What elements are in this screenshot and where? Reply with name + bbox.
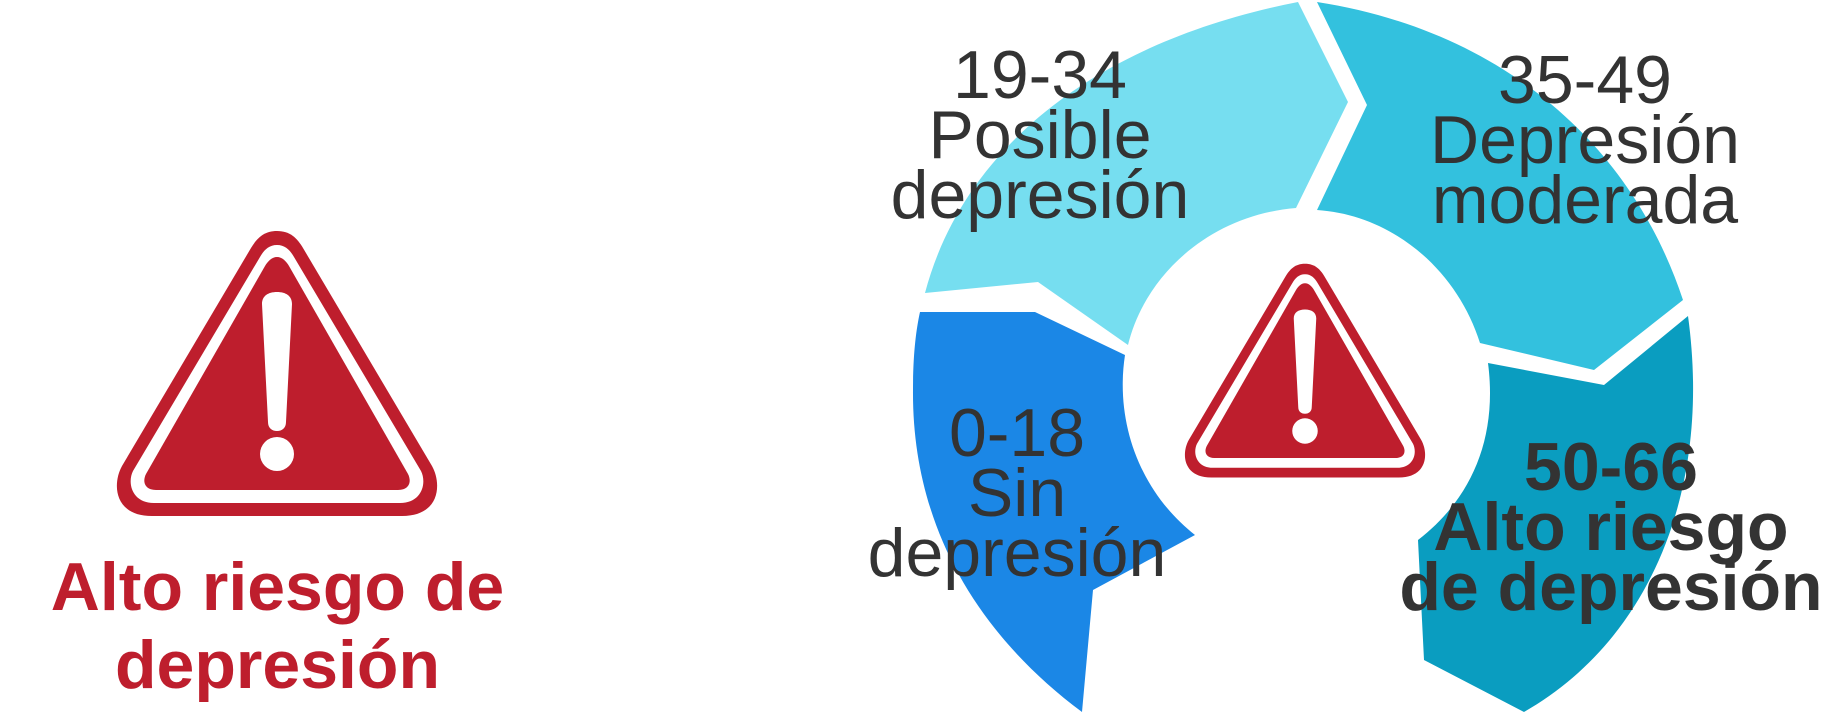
text-posible-line2: depresión	[890, 157, 1190, 233]
range-sin-depresion: 0-18	[948, 395, 1086, 471]
segment-depresion-moderada	[1317, 2, 1683, 370]
text-moderada-line1: Depresión	[1430, 102, 1740, 178]
label-posible-depresion: 19-34 Posible depresión	[865, 37, 1215, 233]
text-alto-line1: Alto riesgo	[1433, 489, 1789, 565]
range-posible: 19-34	[953, 37, 1127, 113]
text-alto-line2: de depresión	[1399, 549, 1823, 625]
segment-alto-riesgo	[1418, 316, 1694, 712]
legend-title-line2: depresión	[115, 627, 440, 703]
label-alto-riesgo: 50-66 Alto riesgo de depresión	[1380, 429, 1842, 625]
center-warning-triangle-icon	[1184, 263, 1426, 478]
text-sin-line2: depresión	[867, 515, 1167, 591]
label-depresion-moderada: 35-49 Depresión moderada	[1400, 42, 1770, 238]
text-posible-line1: Posible	[928, 97, 1152, 173]
segment-posible-depresion	[925, 2, 1348, 345]
label-sin-depresion: 0-18 Sin depresión	[842, 395, 1192, 591]
range-alto-riesgo: 50-66	[1524, 429, 1698, 505]
text-sin-line1: Sin	[967, 455, 1067, 531]
legend-title-line1: Alto riesgo de	[50, 549, 505, 625]
text-moderada-line2: moderada	[1431, 162, 1739, 238]
warning-triangle-icon	[116, 231, 438, 516]
segment-sin-depresion	[912, 312, 1195, 712]
range-moderada: 35-49	[1498, 42, 1672, 118]
legend-title: Alto riesgo de depresión	[0, 548, 555, 704]
